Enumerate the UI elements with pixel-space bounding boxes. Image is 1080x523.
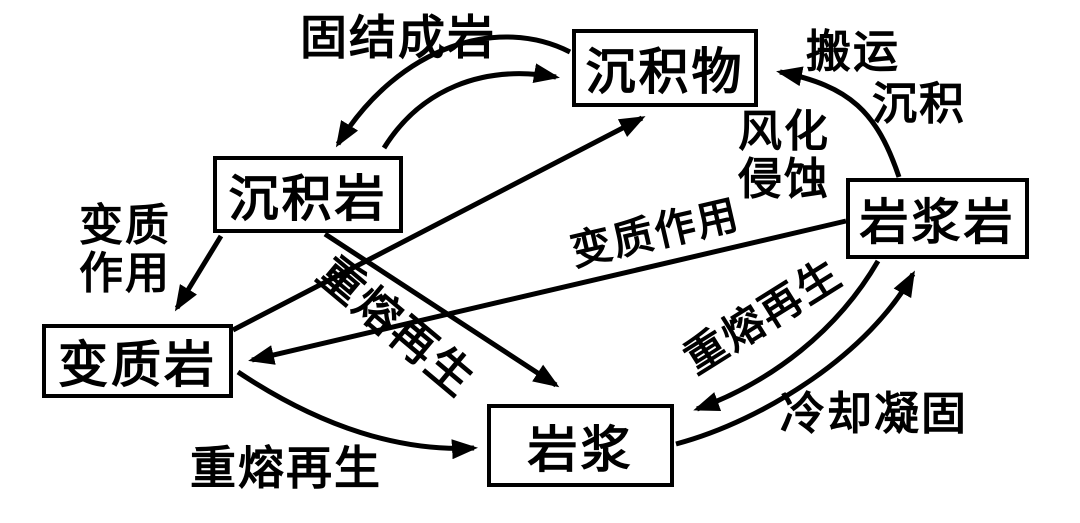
label-cooling: 冷却凝固 bbox=[780, 389, 969, 439]
label-metamorphism-left: 变质 作用 bbox=[79, 202, 171, 297]
label-erosion: 侵蚀 bbox=[738, 154, 830, 204]
arrow-igneous-to-metamorphic bbox=[248, 218, 847, 365]
arrow-sedimentary-to-sediment bbox=[381, 63, 560, 150]
node-magma: 岩浆 bbox=[487, 404, 674, 487]
label-metamorphism-left-line1: 变质 bbox=[79, 201, 171, 250]
arrow-igneous-to-sediment bbox=[776, 66, 902, 178]
arrow-metamorphic-to-magma bbox=[236, 369, 478, 460]
arrow-sedimentary-to-magma bbox=[323, 231, 560, 388]
arrow-magma-to-igneous bbox=[675, 270, 916, 447]
label-weathering-erosion: 风化 侵蚀 bbox=[738, 108, 830, 203]
node-sedimentary-rock: 沉积岩 bbox=[213, 156, 403, 233]
label-deposition: 沉积 bbox=[872, 79, 967, 129]
node-igneous-rock-label: 岩浆岩 bbox=[859, 195, 1016, 250]
node-igneous-rock: 岩浆岩 bbox=[846, 178, 1029, 259]
arrow-metamorphic-to-sediment bbox=[231, 115, 646, 333]
node-sediment-label: 沉积物 bbox=[585, 44, 745, 100]
node-sediment: 沉积物 bbox=[572, 29, 758, 107]
node-sedimentary-rock-label: 沉积岩 bbox=[228, 170, 388, 227]
node-magma-label: 岩浆 bbox=[527, 421, 634, 478]
label-metamorphism-left-line2: 作用 bbox=[79, 248, 171, 298]
node-metamorphic-rock: 变质岩 bbox=[42, 324, 233, 398]
label-transport: 搬运 bbox=[806, 27, 901, 77]
label-remelt-bottom: 重熔再生 bbox=[190, 443, 382, 494]
arrow-igneous-to-magma bbox=[693, 259, 881, 412]
label-consolidation: 固结成岩 bbox=[300, 13, 496, 65]
label-weathering: 风化 bbox=[738, 107, 830, 156]
arrow-sedimentary-to-metamorphic bbox=[174, 234, 224, 312]
arrow-sediment-to-sedimentary bbox=[335, 34, 572, 148]
node-metamorphic-rock-label: 变质岩 bbox=[58, 337, 217, 393]
